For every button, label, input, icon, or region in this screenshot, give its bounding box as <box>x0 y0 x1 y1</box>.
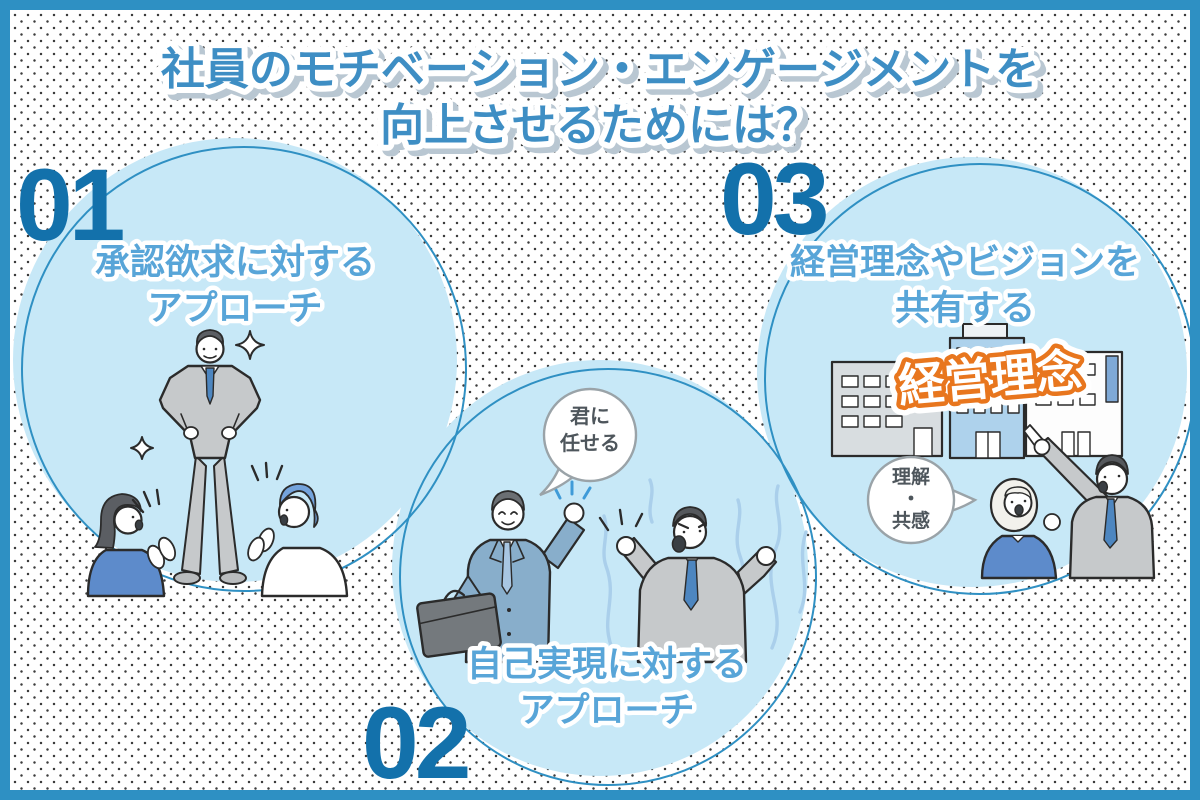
speech-bubble-delegate <box>542 387 638 483</box>
empathy-line1: 理解 <box>891 467 930 488</box>
heading-recognition: 承認欲求に対する アプローチ <box>90 239 379 333</box>
heading-03-line2: 共有する <box>895 289 1035 328</box>
speech-bubble-empathy-text: 理解 ・ 共感 <box>874 467 948 533</box>
title-line1-shadow: 社員のモチベーション・エンゲージメントを <box>166 50 1044 99</box>
emphasis-lines <box>598 508 644 532</box>
illustration-self-actualization <box>416 478 808 664</box>
illustration-recognition <box>86 329 349 598</box>
motivated-man-gray-suit <box>598 506 778 664</box>
empathy-line2: ・ <box>901 489 921 510</box>
heading-03-line1: 経営理念やビジョンを <box>790 242 1140 282</box>
section-number-03: 03 <box>720 142 829 256</box>
speech-bubble-empathy <box>866 455 956 545</box>
circle-02-outline <box>399 368 817 786</box>
circle-02-fill <box>392 360 808 776</box>
heading-vision: 経営理念やビジョンを 共有する <box>785 238 1144 333</box>
section-circles <box>13 138 1196 786</box>
section-number-02: 02 <box>362 686 471 800</box>
applauding-woman <box>86 488 177 598</box>
circle-01-outline <box>21 146 467 592</box>
speech-bubble-delegate-text: 君に 任せる <box>546 404 634 458</box>
sparkle-icon <box>235 330 265 360</box>
title-line2-shadow: 向上させるためには？ <box>385 106 825 155</box>
empathy-line3: 共感 <box>891 511 930 532</box>
philosophy-badge-label: 経営理念 <box>896 344 1084 412</box>
delegate-line2: 任せる <box>560 433 620 455</box>
illustration-vision-sharing <box>830 323 1156 580</box>
manager-blue-suit <box>416 480 592 664</box>
delegate-line1: 君に <box>570 406 610 428</box>
briefcase-icon <box>416 589 502 658</box>
philosophy-badge: 経営理念 経営理念 <box>873 330 1107 424</box>
title-line2: 向上させるためには？ <box>380 101 820 150</box>
title-line1: 社員のモチベーション・エンゲージメントを <box>161 45 1039 94</box>
building-center <box>948 323 1026 460</box>
building-left <box>830 360 944 458</box>
speech-bubbles <box>539 387 978 545</box>
proud-man <box>158 329 262 585</box>
section-number-01: 01 <box>16 148 125 262</box>
heading-01-line2: アプローチ <box>147 289 322 328</box>
sparkle-icon <box>130 436 154 460</box>
pointing-man <box>1023 424 1156 580</box>
applauding-man <box>247 461 349 598</box>
heading-self-actualization: 自己実現に対する アプローチ <box>462 641 751 735</box>
page-title: 社員のモチベーション・エンゲージメントを 向上させるためには？ 社員のモチベーシ… <box>155 39 1051 162</box>
empathizing-woman <box>980 477 1061 580</box>
circle-01-fill <box>13 138 457 582</box>
heading-02-line2: アプローチ <box>519 691 694 730</box>
heading-01-line1: 承認欲求に対する <box>95 243 375 282</box>
heading-02-line1: 自己実現に対する <box>467 645 747 684</box>
